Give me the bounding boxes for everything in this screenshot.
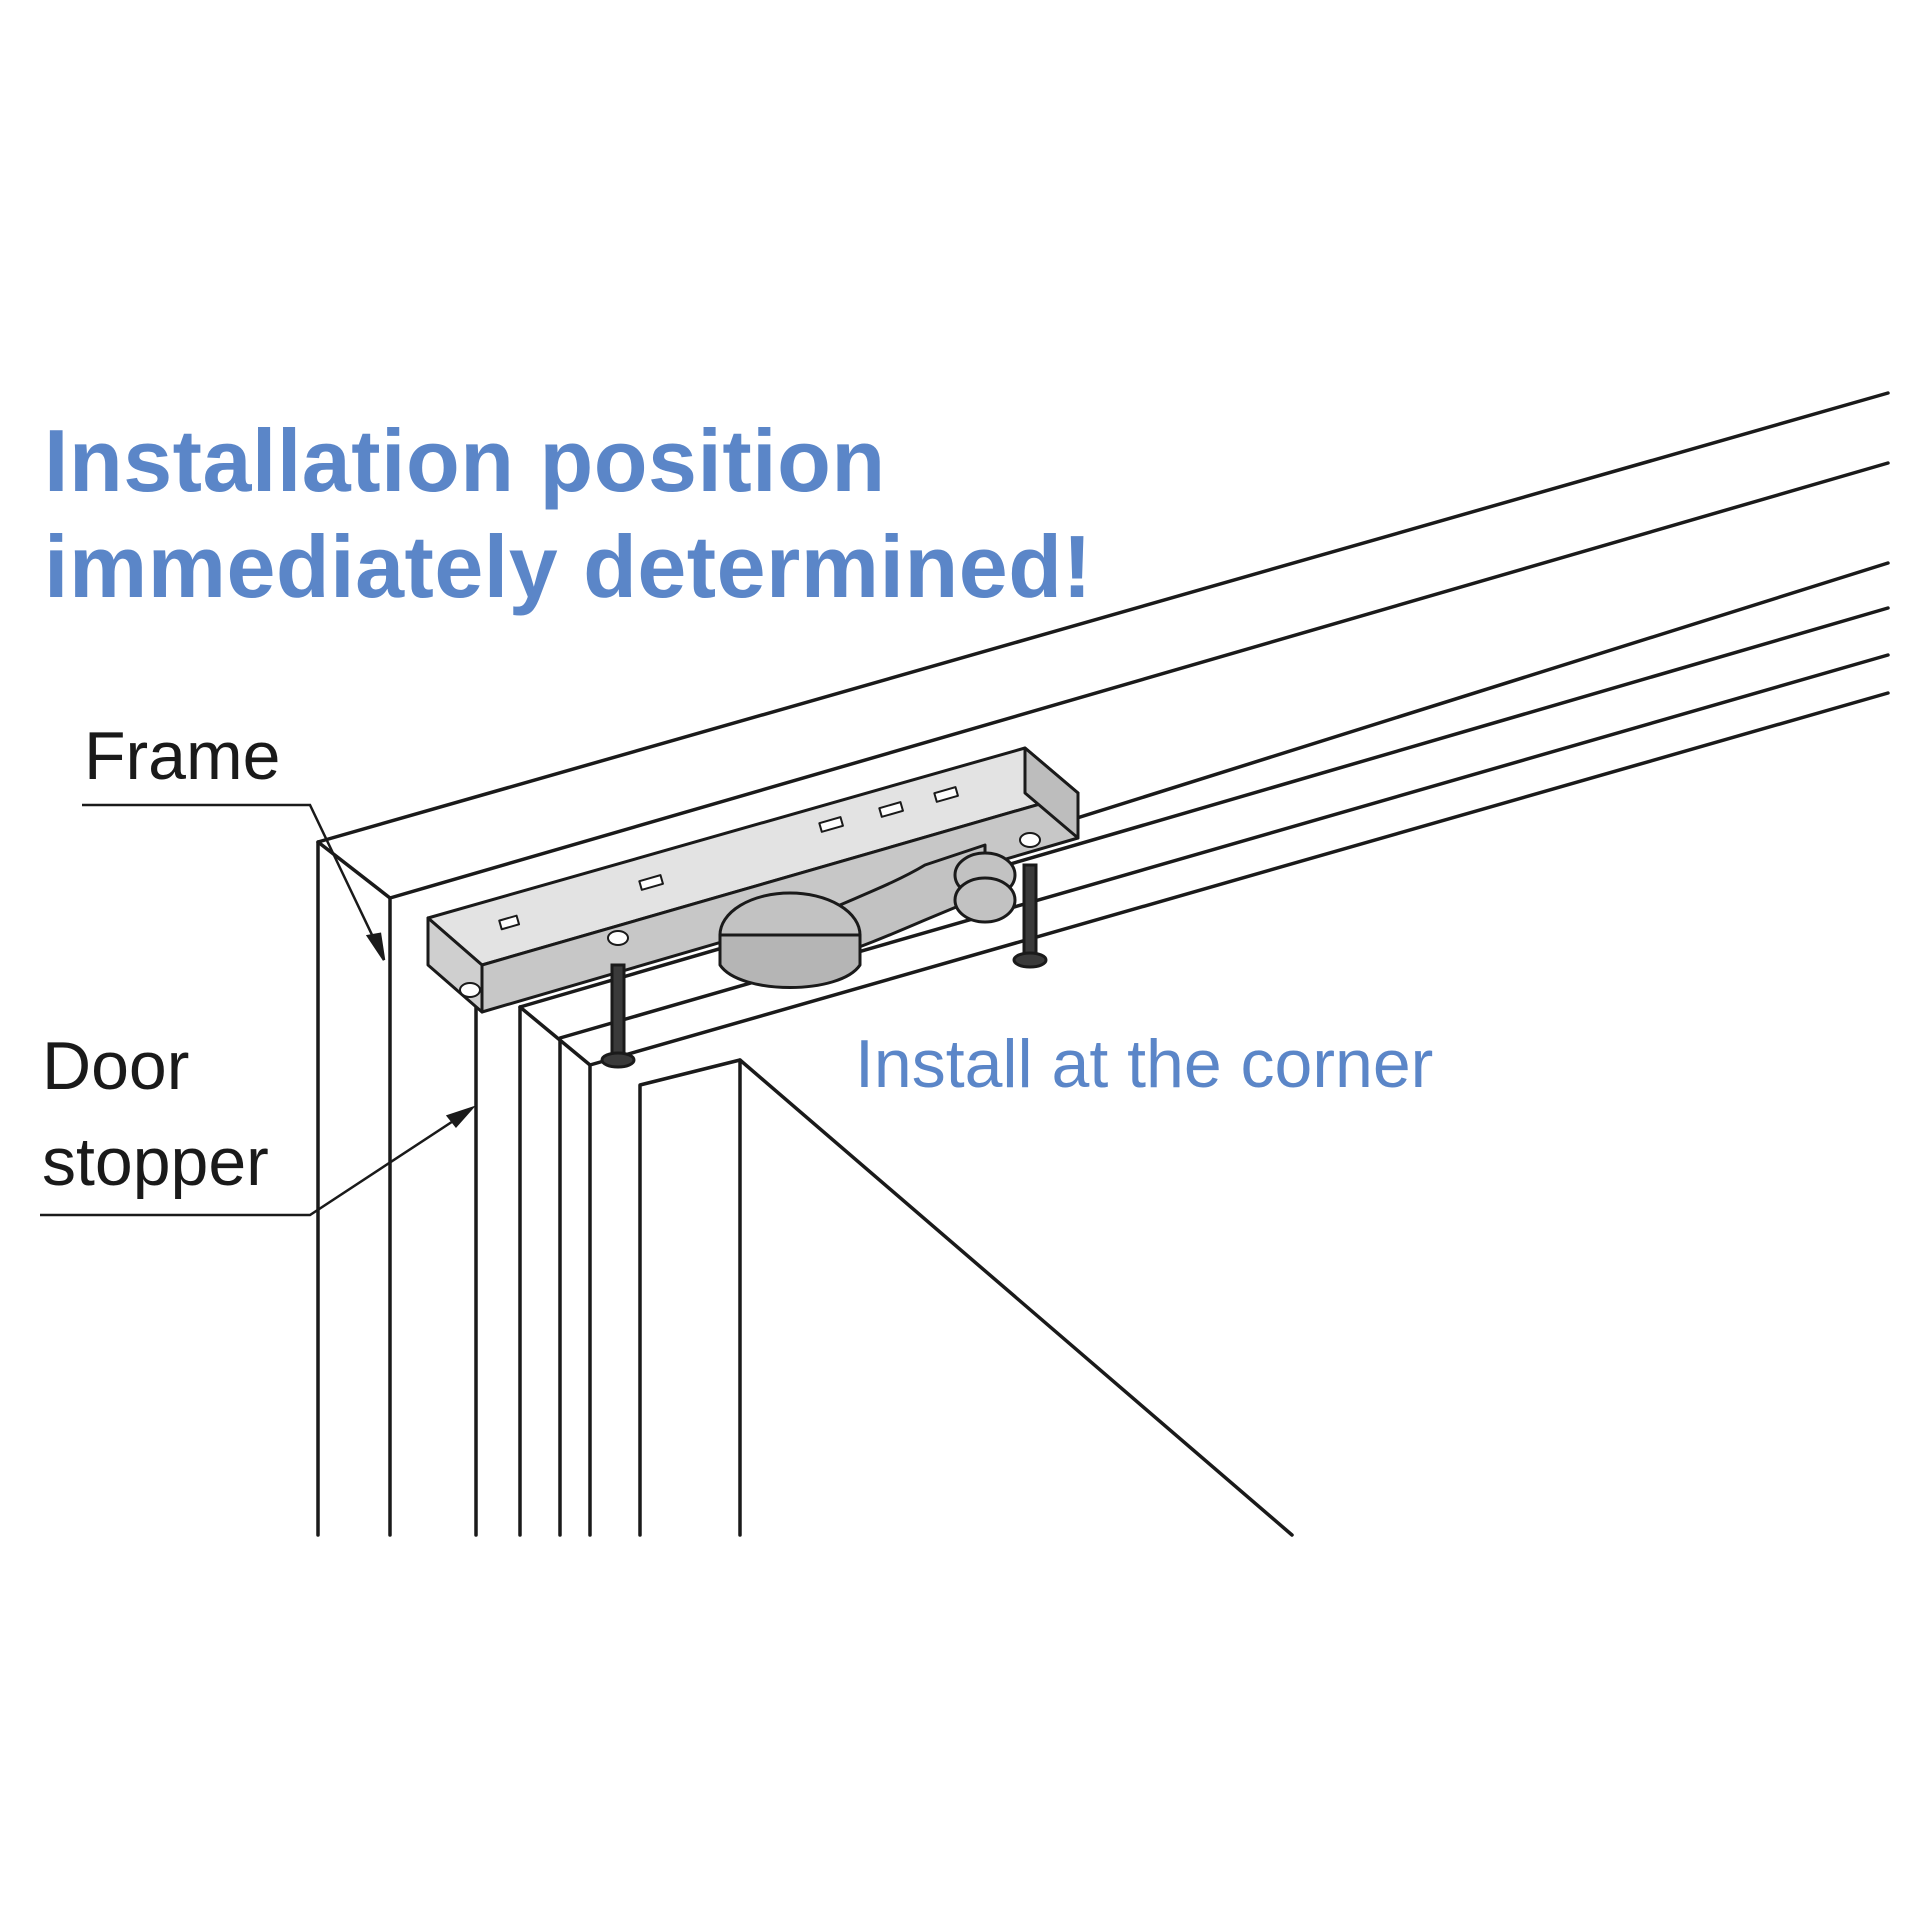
frame-leader-arrow bbox=[365, 932, 386, 961]
bracket-end-face bbox=[1023, 746, 1080, 840]
door-stopper-label-line-1: Door bbox=[42, 1028, 190, 1104]
headline: Installation position immediately determ… bbox=[44, 408, 1092, 620]
install-note: Install at the corner bbox=[855, 1026, 1434, 1102]
frame-corner-line bbox=[316, 840, 392, 900]
frame-label: Frame bbox=[84, 718, 281, 794]
door-stopper-label-line-2: stopper bbox=[42, 1124, 269, 1200]
headline-line-1: Installation position bbox=[44, 411, 886, 510]
screw-left bbox=[600, 963, 636, 1069]
door-panel-inner bbox=[738, 1058, 1294, 1537]
screw-right bbox=[1012, 863, 1048, 969]
headline-line-2: immediately determined! bbox=[44, 517, 1093, 616]
door-corner-line bbox=[518, 1005, 592, 1067]
pivot-arm bbox=[718, 843, 1017, 989]
frame-leader-line bbox=[82, 803, 386, 961]
door-panel-edge bbox=[638, 1058, 742, 1537]
stopper-leader-line bbox=[40, 1108, 471, 1217]
stopper-leader-arrow bbox=[445, 1105, 477, 1128]
